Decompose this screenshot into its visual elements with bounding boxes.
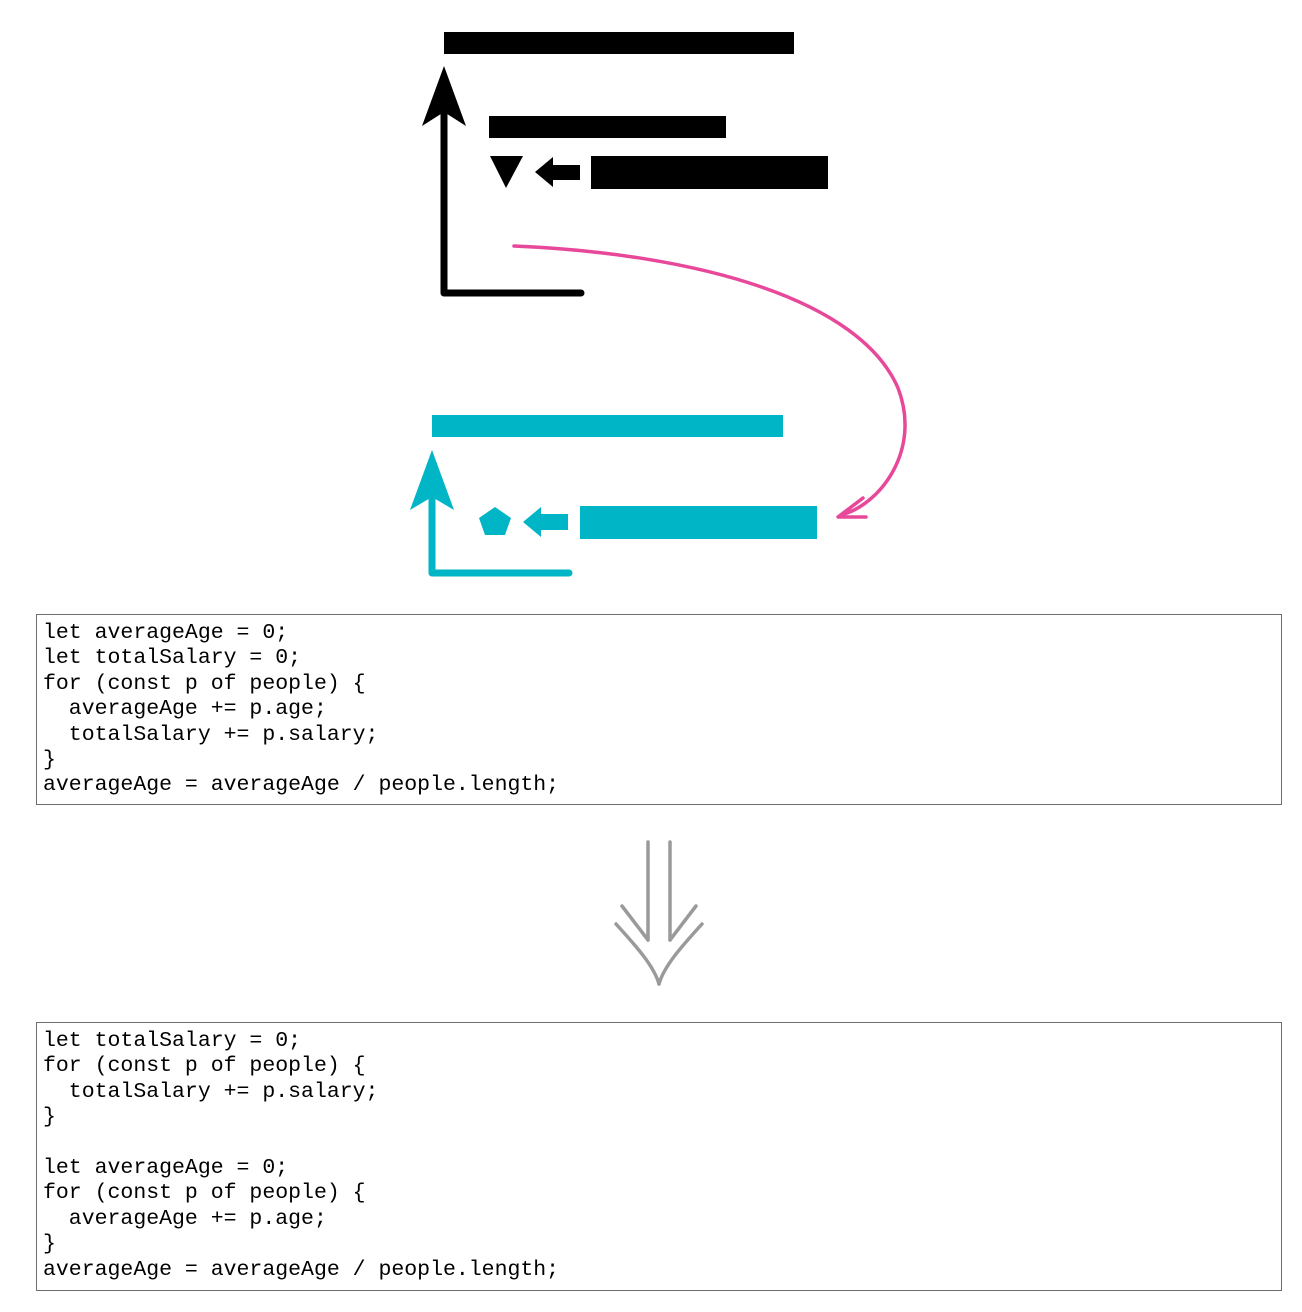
double-down-arrow-icon <box>614 840 704 986</box>
code-line: averageAge = averageAge / people.length; <box>43 1257 560 1282</box>
before-loop-back-line <box>440 104 585 297</box>
before-statement-top-bar <box>444 32 794 54</box>
before-loop-arrow-head <box>422 66 466 126</box>
code-line: averageAge = averageAge / people.length; <box>43 773 560 798</box>
after-loop-group <box>410 415 817 577</box>
code-line: averageAge += p.age; <box>43 1206 327 1231</box>
code-before-box: let averageAge = 0;let totalSalary = 0;f… <box>36 614 1282 805</box>
split-loop-diagram <box>410 32 907 577</box>
down-triangle-icon <box>490 156 523 188</box>
code-line: } <box>43 748 56 773</box>
before-loop-group <box>422 32 828 297</box>
code-line: let averageAge = 0; <box>43 1156 289 1181</box>
before-left-arrow-icon <box>535 157 580 187</box>
after-loop-back-line <box>428 490 573 577</box>
code-line: let totalSalary = 0; <box>43 646 302 671</box>
code-line: for (const p of people) { <box>43 671 366 696</box>
before-statement-bar-1 <box>489 116 726 138</box>
after-statement-top-bar <box>432 415 783 437</box>
code-line: totalSalary += p.salary; <box>43 722 379 747</box>
code-line: averageAge += p.age; <box>43 697 327 722</box>
code-line: totalSalary += p.salary; <box>43 1079 379 1104</box>
curved-arrow-icon <box>512 244 907 517</box>
code-line blank-line: ​ <box>43 1131 1275 1156</box>
after-loop-arrow-head <box>410 450 454 510</box>
after-statement-bar <box>580 506 817 539</box>
code-line: let totalSalary = 0; <box>43 1029 302 1053</box>
move-arrow-group <box>512 244 907 519</box>
curved-arrow-head <box>836 496 868 519</box>
code-line: } <box>43 1105 56 1130</box>
code-line: for (const p of people) { <box>43 1054 366 1079</box>
after-left-arrow-icon <box>523 507 568 537</box>
code-line: } <box>43 1232 56 1257</box>
code-after-box: let totalSalary = 0;for (const p of peop… <box>36 1022 1282 1291</box>
code-line: for (const p of people) { <box>43 1181 366 1206</box>
pentagon-icon <box>479 507 511 535</box>
code-line: let averageAge = 0; <box>43 621 289 645</box>
before-statement-bar-2 <box>591 156 828 189</box>
